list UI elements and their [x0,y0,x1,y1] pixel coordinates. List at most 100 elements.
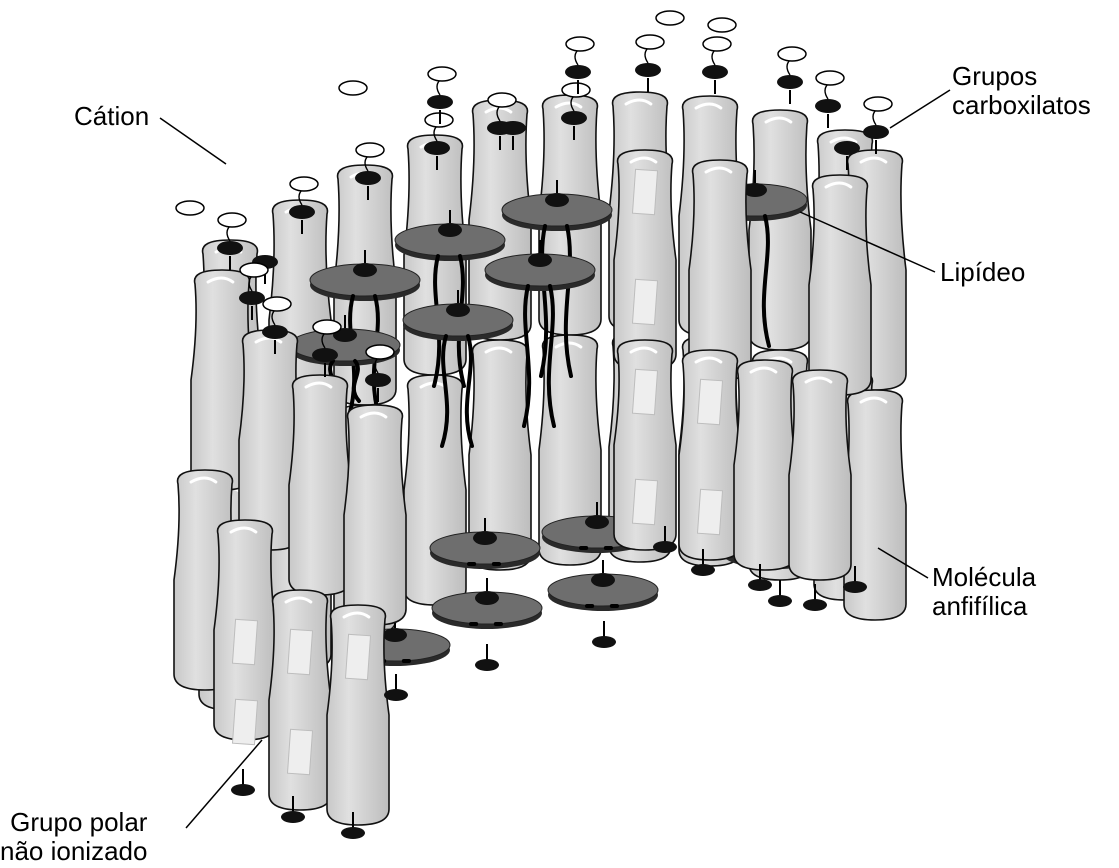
label-amphiphilic-line2: anfifílica [932,592,1036,621]
cation-ellipse [366,345,394,359]
cation-ellipse [656,11,684,25]
lipid-head [438,223,462,237]
label-lipid: Lipídeo [940,258,1025,287]
leader-carboxylate [890,90,950,128]
cation-link [645,48,648,63]
carboxylate-group [635,35,664,92]
carboxylate-head [565,65,591,79]
polar-group-patch [697,379,722,424]
capsule-body [404,375,466,605]
lipid-head [446,303,470,317]
capsule-body [734,360,796,570]
cation-ellipse [703,37,731,51]
amphiphilic-molecule [269,590,331,810]
cation-ellipse [636,35,664,49]
capsule-body [809,175,871,395]
lipid-head [591,573,615,587]
foot-head [341,827,365,839]
amphiphilic-molecule [809,175,871,395]
carboxylate-head [312,348,338,362]
amphiphilic-molecule [289,375,351,595]
label-carboxylate-groups: Grupos carboxilatos [952,62,1091,120]
amphiphilic-molecule [214,520,276,745]
foot-head [803,599,827,611]
cation-ellipse [488,93,516,107]
label-cation-text: Cátion [74,102,149,131]
cation-link [825,84,828,99]
cation-link [437,80,440,95]
foot-head [748,579,772,591]
cation-ellipse [356,143,384,157]
polar-group-patch [287,629,312,674]
cation-ellipse [566,37,594,51]
polar-group-patch [345,634,370,679]
foot-head [281,811,305,823]
cation-ellipse [218,213,246,227]
polar-group-patch [232,699,257,744]
carboxylate-group [777,47,806,104]
label-lipid-text: Lipídeo [940,258,1025,287]
foot-head [843,581,867,593]
label-polar-line2: não ionizado [0,837,147,866]
lipid-head [545,193,569,207]
cation-ellipse [339,81,367,95]
carboxylate-head [635,63,661,77]
lipid-head [353,263,377,277]
cation-link [787,60,790,75]
cation-ellipse [778,47,806,61]
carboxylate-head [561,111,587,125]
cation-link [873,110,876,125]
carboxylate-group [815,71,844,128]
lipid-head [383,628,407,642]
lipid-head [528,253,552,267]
polar-group-patch [232,619,257,664]
cation-ellipse [864,97,892,111]
carboxylate-head [702,65,728,79]
polar-group-patch [697,489,722,534]
amphiphilic-molecule [404,375,466,605]
capsule-body [269,590,331,810]
foot-head [592,636,616,648]
polar-group-patch [632,279,657,324]
carboxylate-head [217,241,243,255]
cation-ellipse [176,201,204,215]
cation-ellipse [263,297,291,311]
cation-ellipse [428,67,456,81]
leader-polar [186,740,262,828]
capsule-body [789,370,851,580]
capsule-body [689,160,751,380]
label-carboxylate-line1: Grupos [952,62,1091,91]
cation-ellipse [240,263,268,277]
cation-link [575,50,578,65]
lipid [548,560,658,611]
carboxylate-head [355,171,381,185]
cation-ellipse [313,320,341,334]
polar-group-patch [632,169,657,214]
polar-foot-group [475,644,499,671]
amphiphilic-molecule [734,360,796,570]
amphiphilic-molecule [789,370,851,580]
carboxylate-head [863,125,889,139]
polar-foot-group [384,674,408,701]
foot-head [384,689,408,701]
carboxylate-head [815,99,841,113]
carboxylate-head [262,325,288,339]
label-polar-group: Grupo polar não ionizado [0,808,147,866]
cation-ellipse [562,83,590,97]
label-amphiphilic-line1: Molécula [932,563,1036,592]
foot-head [691,564,715,576]
foot-head [475,659,499,671]
label-carboxylate-line2: carboxilatos [952,91,1091,120]
label-polar-line1: Grupo polar [0,808,147,837]
polar-foot-group [231,769,255,796]
polar-group-patch [632,369,657,414]
cation-link [227,226,230,241]
cation-link [712,50,715,65]
amphiphilic-molecule [689,160,751,380]
polar-foot-group [592,621,616,648]
foot-head [653,541,677,553]
carboxylate-group [702,37,731,94]
polar-group-patch [287,729,312,774]
amphiphilic-molecule [614,340,676,550]
